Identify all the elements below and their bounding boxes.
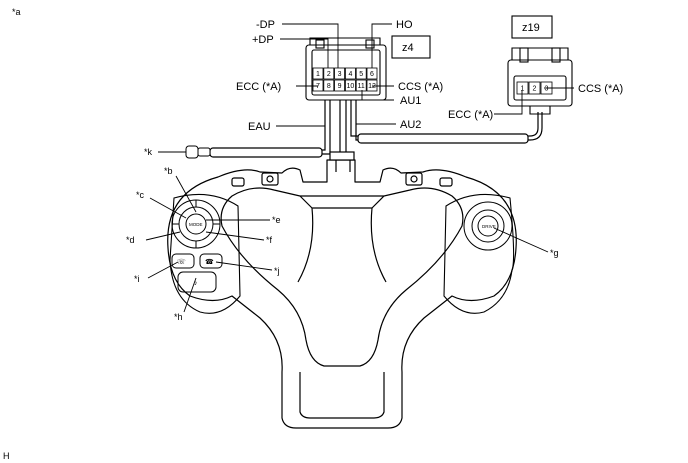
footer-label: H <box>3 451 10 461</box>
voice-button[interactable] <box>177 271 217 293</box>
z4-pin-1-number: 1 <box>316 71 320 78</box>
phone-icon: ☏ <box>177 258 186 266</box>
ground-plug <box>185 145 211 159</box>
signal-au2: AU2 <box>400 119 421 131</box>
voice-icon: ♪ <box>194 280 198 287</box>
z19-pin-3-number: 3 <box>545 86 549 93</box>
z4-pin-10-number: 10 <box>347 83 355 90</box>
drive-button-label: DRIVE <box>482 224 496 229</box>
phone-hangup-icon: ☎ <box>205 258 214 266</box>
z4-pin-4-number: 4 <box>348 71 352 78</box>
steering-wheel-pad <box>167 159 517 429</box>
connector-z4-tag <box>391 35 431 59</box>
on-hook-button[interactable] <box>199 253 223 269</box>
callout-b: *b <box>164 166 173 176</box>
z4-pin-7-number: 7 <box>316 83 320 90</box>
signal-ccs-z19: CCS (*A) <box>578 83 623 95</box>
z19-pin-1-number: 1 <box>521 86 525 93</box>
z19-pin-2-number: 2 <box>533 86 537 93</box>
callout-j: *j <box>274 266 280 276</box>
signal-au1: AU1 <box>400 95 421 107</box>
z4-pin-9-number: 9 <box>338 83 342 90</box>
signal-ecc-z4: ECC (*A) <box>236 81 281 93</box>
signal-plus-dp: +DP <box>252 34 274 46</box>
callout-h: *h <box>174 312 183 322</box>
connector-z4-id: z4 <box>402 42 414 54</box>
z4-pin-7-cell <box>312 79 324 92</box>
signal-minus-dp: -DP <box>256 19 275 31</box>
z19-pin-2-cell <box>528 81 541 95</box>
z4-pin-8-number: 8 <box>327 83 331 90</box>
signal-eau: EAU <box>248 121 271 133</box>
off-hook-button[interactable] <box>171 253 195 269</box>
drive-mode-button[interactable] <box>477 215 499 237</box>
callout-f: *f <box>266 235 273 245</box>
connector-z19 <box>507 47 573 115</box>
z4-pin-1-cell <box>312 67 324 80</box>
leader-lines <box>145 23 574 313</box>
signal-ccs-z4: CCS (*A) <box>398 81 443 93</box>
callout-e: *e <box>272 215 281 225</box>
connector-z19-id: z19 <box>522 22 540 34</box>
z4-pin-2-number: 2 <box>327 71 331 78</box>
z4-pin-3-number: 3 <box>338 71 342 78</box>
z4-pin-10-cell <box>344 79 356 92</box>
signal-ecc-z19: ECC (*A) <box>448 109 493 121</box>
callout-c: *c <box>136 190 145 200</box>
connector-z19-tag <box>511 15 553 39</box>
z4-pin-6-number: 6 <box>370 71 374 78</box>
callout-i: *i <box>134 274 140 284</box>
z4-pin-11-cell <box>355 79 367 92</box>
z4-pin-12-cell <box>366 79 378 92</box>
z4-pin-5-cell <box>355 67 367 80</box>
mode-button-label: MODE <box>189 222 203 227</box>
callout-d: *d <box>126 235 135 245</box>
z4-pin-8-cell <box>323 79 335 92</box>
z4-pin-4-cell <box>344 67 356 80</box>
corner-label: *a <box>12 7 21 17</box>
signal-ho: HO <box>396 19 413 31</box>
z4-pin-9-cell <box>334 79 346 92</box>
z4-pin-3-cell <box>334 67 346 80</box>
callout-k: *k <box>144 147 153 157</box>
left-switch-assembly: MODE ☏ ☎ ♪ <box>169 193 241 314</box>
z4-pin-2-cell <box>323 67 335 80</box>
z4-pin-12-number: 12 <box>368 83 376 90</box>
z4-pin-11-number: 11 <box>358 83 365 90</box>
z19-pin-1-cell <box>516 81 529 95</box>
mode-button[interactable] <box>185 213 207 235</box>
z4-pin-5-number: 5 <box>359 71 363 78</box>
callout-g: *g <box>550 248 559 258</box>
right-switch-assembly: DRIVE <box>443 193 515 314</box>
wire-harness <box>194 100 543 172</box>
